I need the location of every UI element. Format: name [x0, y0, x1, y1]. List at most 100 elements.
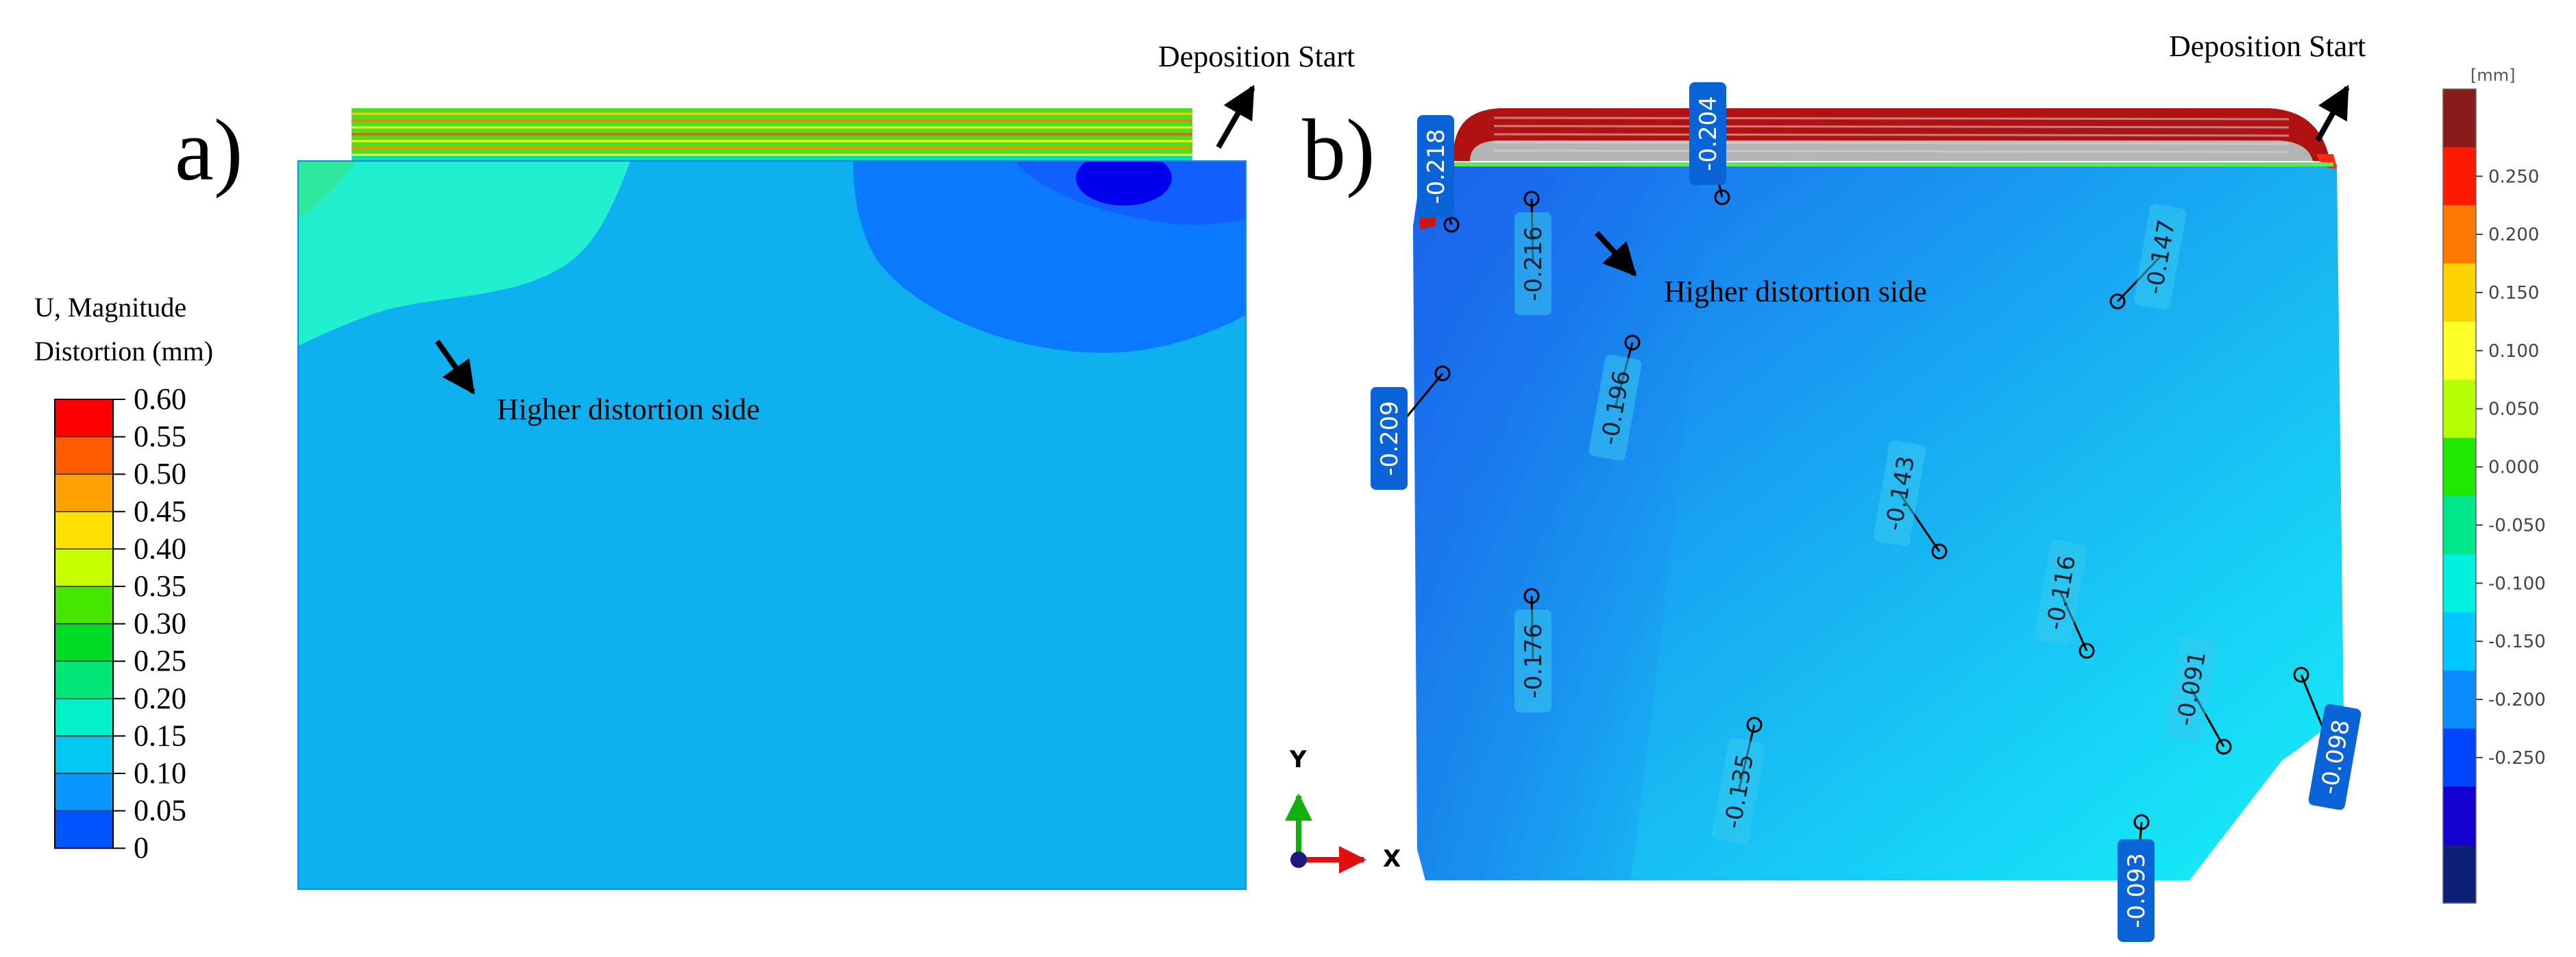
legend-swatch: [54, 773, 114, 812]
point-marker: [2293, 667, 2309, 683]
scale-value: 0.000: [2488, 458, 2539, 478]
legend-frame: [54, 399, 114, 849]
point-marker: [1434, 365, 1451, 382]
legend-value: 0.15: [134, 719, 186, 752]
scale-value: 0.200: [2488, 225, 2539, 245]
point-tag: -0.204: [1689, 82, 1726, 185]
panel-a-annotation-arrow: [434, 339, 476, 395]
panel-b-label: b): [1302, 101, 1375, 199]
legend-swatch: [54, 586, 114, 625]
measurement-point: -0.147: [2109, 203, 2187, 310]
panel-b-deposition-arrow: [2315, 84, 2350, 142]
scale-value: 0.100: [2488, 341, 2539, 362]
scale-swatch: [2443, 205, 2476, 264]
point-value: -0.176: [1520, 623, 1547, 699]
point-value: -0.209: [1376, 401, 1403, 476]
measurement-point: -0.091: [2164, 635, 2232, 755]
point-tag: -0.093: [2118, 839, 2155, 942]
legend-swatch: [54, 399, 114, 438]
measurement-point: -0.176: [1514, 588, 1551, 712]
legend-swatch: [54, 548, 114, 587]
scan-layer-line: [1493, 141, 2290, 145]
point-marker: [2216, 738, 2232, 755]
measurement-point: -0.135: [1712, 717, 1765, 845]
point-tag-box: [1417, 115, 1454, 218]
scan-layer-line: [1493, 125, 2290, 129]
point-tag-box: [1371, 387, 1408, 490]
scale-swatch: [2443, 321, 2476, 381]
measurement-point: -0.216: [1514, 190, 1551, 315]
legend-value: 0: [134, 831, 149, 865]
scale-swatch: [2443, 554, 2476, 613]
point-tag-box: [1514, 212, 1551, 315]
legend-swatch: [54, 473, 114, 512]
panel-b-deposition-label: Deposition Start: [2169, 29, 2366, 63]
axis-origin: [1290, 852, 1307, 868]
legend-value: 0.25: [134, 644, 186, 678]
point-marker: [2078, 643, 2095, 659]
scale-swatch: [2443, 496, 2476, 555]
point-tag-box: [1873, 440, 1926, 547]
measurement-point: -0.209: [1371, 365, 1451, 490]
point-tag: -0.209: [1371, 387, 1408, 490]
axis-triad: Y X: [1285, 746, 1401, 873]
point-marker: [2109, 293, 2126, 310]
legend-value: 0.50: [134, 457, 186, 490]
legend-swatch: [54, 436, 114, 475]
point-tag: -0.216: [1514, 212, 1551, 315]
point-tag: -0.147: [2133, 203, 2187, 310]
panel-b-annotation-arrow: [1595, 231, 1637, 277]
panel-a-deposition-label: Deposition Start: [1158, 40, 1355, 73]
point-tag-box: [1689, 82, 1726, 185]
point-tag-box: [2118, 839, 2155, 942]
point-marker: [1523, 588, 1540, 604]
scale-value: -0.100: [2488, 573, 2546, 594]
measurement-point: -0.093: [2118, 814, 2155, 942]
high-distortion-zone: [298, 161, 630, 346]
point-marker: [1443, 216, 1460, 233]
scale-value: 0.050: [2488, 399, 2539, 420]
point-tag-box: [1712, 738, 1765, 845]
lowest-distortion-zone: [1076, 161, 1172, 206]
measurement-point: -0.204: [1689, 82, 1730, 206]
point-tag-box: [2133, 203, 2187, 310]
scale-swatch: [2443, 786, 2476, 846]
scale-unit-label: [mm]: [2470, 66, 2515, 85]
legend-value: 0.35: [134, 569, 186, 603]
legend-value: 0.05: [134, 794, 186, 828]
scan-layer-line: [1493, 116, 2290, 121]
point-value: -0.093: [2123, 853, 2150, 928]
legend-value: 0.45: [134, 495, 186, 528]
panel-a-deposited-layers: [352, 108, 1192, 161]
point-marker: [1523, 190, 1540, 207]
measurement-point: -0.098: [2293, 667, 2362, 810]
scale-value: -0.150: [2488, 632, 2546, 652]
scale-swatch: [2443, 670, 2476, 730]
point-tag: -0.116: [2034, 539, 2087, 646]
legend-value: 0.60: [134, 382, 186, 416]
point-tag: -0.196: [1588, 354, 1642, 461]
scale-swatch: [2443, 89, 2476, 148]
panel-a-deposition-arrow: [1216, 84, 1255, 149]
scale-swatch: [2443, 438, 2476, 497]
scale-value: -0.200: [2488, 690, 2546, 710]
measurement-point: -0.218: [1417, 115, 1460, 233]
point-tag: -0.218: [1417, 115, 1454, 218]
point-marker: [1624, 334, 1641, 351]
high-distortion-zone-inner: [298, 161, 356, 219]
point-tag: -0.098: [2308, 704, 2362, 810]
plate-outline: [297, 160, 1247, 890]
point-marker: [1931, 543, 1948, 560]
scale-swatch: [2443, 612, 2476, 671]
measurement-point: -0.196: [1588, 334, 1642, 461]
scale-value: 0.150: [2488, 283, 2539, 303]
point-marker: [2133, 814, 2150, 830]
panel-a-annotation: Higher distortion side: [497, 393, 760, 426]
layer-lines: [352, 112, 1192, 161]
legend-value: 0.20: [134, 682, 186, 715]
scale-swatch: [2443, 845, 2476, 904]
point-value: -0.216: [1520, 226, 1547, 301]
legend-title-line2: Distortion (mm): [34, 336, 213, 366]
point-tag-box: [1588, 354, 1642, 461]
